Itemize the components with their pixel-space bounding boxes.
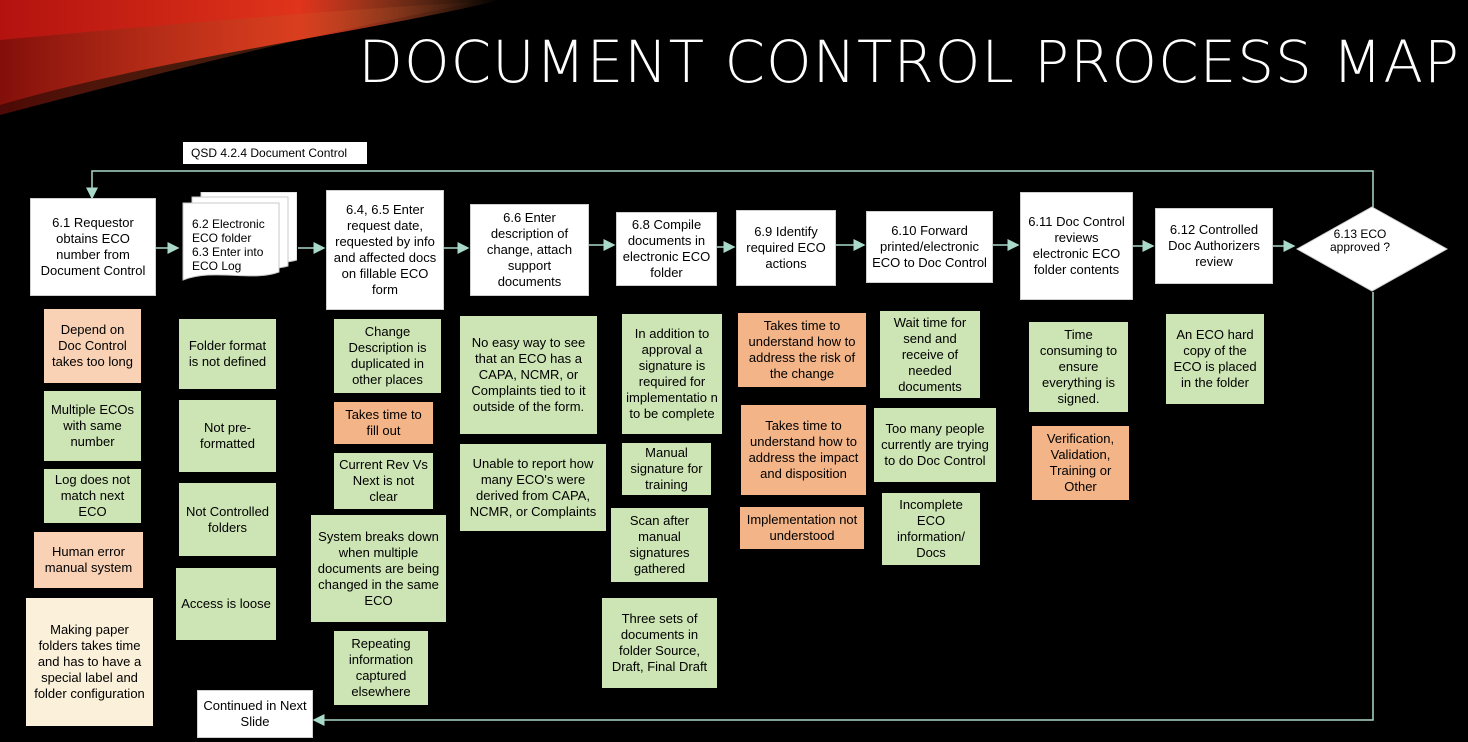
issue-col5-manual-signature: Manual signature for training [622,443,711,495]
issue-col1-paper-folders: Making paper folders takes time and has … [26,598,153,726]
issue-col8-time-consuming: Time consuming to ensure everything is s… [1029,322,1128,412]
issue-col5-scan-after-signatures: Scan after manual signatures gathered [611,508,708,582]
step-6-13-eco-approved: 6.13 ECO approved ? [1329,227,1391,254]
step-6-8-compile-documents: 6.8 Compile documents in electronic ECO … [616,212,717,286]
issue-col7-too-many-people: Too many people currently are trying to … [874,408,996,482]
continued-next-slide-label: Continued in Next Slide [197,690,313,738]
issue-col8-verification-validation: Verification, Validation, Training or Ot… [1032,426,1129,500]
issue-col5-signature-required: In addition to approval a signature is r… [622,314,722,434]
issue-col3-change-description-duplicated: Change Description is duplicated in othe… [334,319,441,393]
issue-col7-wait-time: Wait time for send and receive of needed… [880,311,980,398]
step-6-1-obtain-eco-number: 6.1 Requestor obtains ECO number from Do… [30,198,156,296]
title-swoosh-decoration [0,0,500,115]
issue-col1-log-mismatch: Log does not match next ECO [44,469,141,523]
electronic-folder-document-icon [182,192,297,281]
step-6-2-6-3-electronic-folder: 6.2 Electronic ECO folder 6.3 Enter into… [192,217,265,273]
issue-col7-incomplete-eco: Incomplete ECO information/ Docs [882,493,980,565]
issue-col6-impact-disposition: Takes time to understand how to address … [741,405,866,495]
issue-col1-human-error: Human error manual system [34,532,143,588]
issue-col6-risk-of-change: Takes time to understand how to address … [738,313,866,387]
issue-col1-depend-doc-control: Depend on Doc Control takes too long [44,309,141,383]
issue-col3-repeating-information: Repeating information captured elsewhere [334,631,428,705]
issue-col3-takes-time-fill: Takes time to fill out [334,402,433,444]
issue-col3-system-breaks-down: System breaks down when multiple documen… [311,515,446,622]
issue-col3-current-rev: Current Rev Vs Next is not clear [334,453,433,509]
issue-col2-folder-format: Folder format is not defined [179,319,276,389]
step-6-11-doc-control-review: 6.11 Doc Control reviews electronic ECO … [1020,192,1133,300]
step-6-4-6-5-fill-eco-form: 6.4, 6.5 Enter request date, requested b… [326,190,444,310]
issue-col6-implementation-not-understood: Implementation not understood [740,507,864,549]
issue-col2-access-loose: Access is loose [176,568,276,640]
step-6-9-identify-actions: 6.9 Identify required ECO actions [736,210,836,286]
issue-col5-three-sets-documents: Three sets of documents in folder Source… [602,598,717,688]
issue-col4-no-easy-way: No easy way to see that an ECO has a CAP… [460,316,597,434]
issue-col2-not-preformatted: Not pre-formatted [179,400,276,472]
step-6-6-describe-change: 6.6 Enter description of change, attach … [470,204,589,296]
qsd-document-control-label: QSD 4.2.4 Document Control [183,142,367,164]
step-6-13-decision-diamond [1296,206,1448,292]
issue-col2-not-controlled: Not Controlled folders [179,483,276,556]
page-title: DOCUMENT CONTROL PROCESS MAP [358,28,1460,96]
issue-col4-unable-to-report: Unable to report how many ECO's were der… [460,444,606,531]
issue-col1-multiple-ecos: Multiple ECOs with same number [44,391,141,461]
issue-col9-hard-copy: An ECO hard copy of the ECO is placed in… [1166,314,1264,404]
step-6-12-authorizers-review: 6.12 Controlled Doc Authorizers review [1155,208,1273,284]
step-6-10-forward-eco: 6.10 Forward printed/electronic ECO to D… [866,211,993,283]
